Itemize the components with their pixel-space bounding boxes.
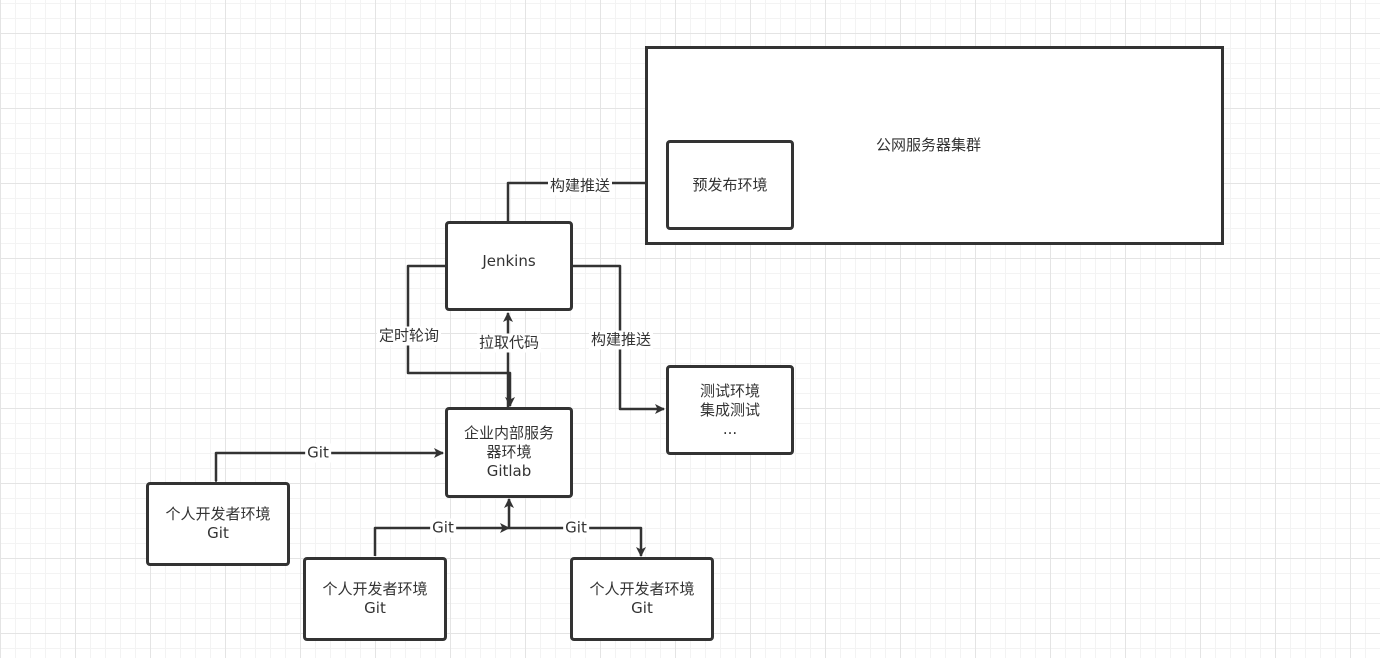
edge-gitlab-dev-left — [211, 448, 444, 490]
node-test-env-line-1: 测试环境 — [699, 381, 760, 400]
node-dev-left-line-2: Git — [207, 524, 229, 542]
node-dev-mid[interactable]: 个人开发者环境 Git — [303, 557, 447, 641]
node-preprod[interactable]: 预发布环境 — [666, 140, 794, 230]
edge-gitlab-dev-mid — [373, 523, 510, 556]
node-dev-right[interactable]: 个人开发者环境 Git — [570, 557, 714, 641]
node-dev-mid-line-1: 个人开发者环境 — [322, 580, 428, 598]
node-dev-left-line-1: 个人开发者环境 — [165, 505, 271, 523]
edge-label-build-push-preprod: 构建推送 — [547, 176, 613, 196]
node-dev-right-line-2: Git — [631, 599, 653, 617]
node-preprod-label: 预发布环境 — [692, 175, 768, 194]
edge-label-git-right: Git — [563, 518, 589, 538]
node-gitlab-line-3: Gitlab — [486, 462, 532, 480]
public-server-cluster-label: 公网服务器集群 — [876, 136, 982, 154]
node-dev-mid-line-2: Git — [364, 599, 386, 617]
node-gitlab[interactable]: 企业内部服务 器环境 Gitlab — [445, 407, 573, 498]
node-gitlab-line-1: 企业内部服务 — [463, 424, 554, 442]
edge-label-git-left: Git — [305, 443, 331, 463]
node-jenkins-label: Jenkins — [482, 251, 536, 270]
node-gitlab-line-2: 器环境 — [486, 443, 532, 461]
node-test-env-line-2: 集成测试 — [699, 400, 760, 419]
edge-label-build-push-test: 构建推送 — [588, 330, 654, 350]
edge-label-pull-code: 拉取代码 — [476, 333, 542, 353]
edge-label-git-mid: Git — [430, 518, 456, 538]
edge-gitlab-dev-right — [509, 526, 646, 557]
node-test-env-line-3: ... — [722, 419, 738, 438]
edge-label-scheduled-poll: 定时轮询 — [376, 326, 442, 346]
node-dev-right-line-1: 个人开发者环境 — [589, 580, 695, 598]
node-test-env[interactable]: 测试环境 集成测试 ... — [666, 365, 794, 455]
node-dev-left[interactable]: 个人开发者环境 Git — [146, 482, 290, 566]
node-jenkins[interactable]: Jenkins — [445, 221, 573, 311]
edge-jenkins-poll-gitlab — [406, 264, 515, 407]
